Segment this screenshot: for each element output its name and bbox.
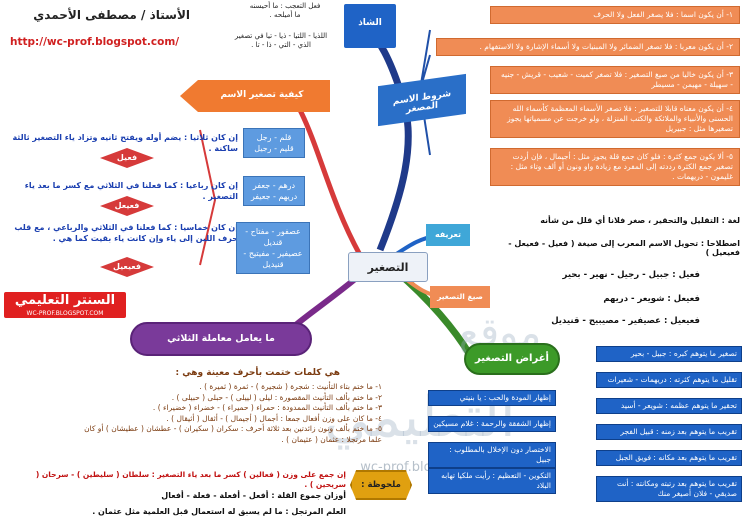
triliteral-item-3: ٣- ما ختم بألف التأنيث الممدودة : حمراء … [152, 403, 382, 412]
note-2: أوزان جموع القلة : أفعل - أفعلة - فعلة -… [161, 491, 346, 500]
purpose-left-4: التكوين - التعظيم : رأيت ملكيا تهابه الب… [428, 468, 556, 494]
purpose-left-2: إظهار الشفقة والرحمة : غلام مسيكين [428, 416, 556, 432]
purpose-right-5: تقريب ما يتوهم بعد مكانه : فويق الجبل [596, 450, 742, 466]
triliteral-item-4: ٤- ما كان على وزن أفعال جمعا : أجمال ( أ… [166, 413, 382, 423]
condition-5: ٥- ألا يكون جمع كثرة : فلو كان جمع قلة ي… [490, 148, 740, 186]
purposes-node: أغراض التصغير [464, 343, 560, 375]
condition-1: ١- أن يكون اسما : فلا يصغر الفعل ولا الح… [490, 6, 740, 24]
branch-how [297, 108, 363, 257]
condition-4: ٤- أن يكون معناه قابلا للتصغير : فلا تصغ… [490, 100, 740, 138]
quint-pattern: فعيعيل [100, 257, 154, 277]
triliteral-item-1: ١- ما ختم بتاء التأنيث : شجرة ( شجيرة ) … [199, 382, 382, 391]
shadh-note-1a: فعل التعجب : ما أحيسنه [249, 2, 321, 10]
triliteral-list: ١- ما ختم بتاء التأنيث : شجرة ( شجيرة ) … [6, 382, 382, 445]
blog-url[interactable]: http://wc-prof.blogspot.com/ [10, 36, 180, 48]
definition-istilah: اصطلاحا : تحويل الاسم المعرب إلى صيغة ( … [508, 239, 740, 257]
logo-name: السنتر التعليمي [14, 293, 116, 308]
branch-conditions [362, 22, 412, 252]
how-label: كيفية تصغير الاسم [220, 90, 304, 100]
purpose-right-2: تقليل ما يتوهم كثرته : دريهمات - شعيرات [596, 372, 742, 388]
purpose-right-1: تصغير ما يتوهم كبره : جبيل - بحير [596, 346, 742, 362]
shadh-note-1b: ما أميلحه . [269, 11, 301, 19]
quad-rule-text: إن كان رباعيا : كما فعلنا في الثلاثي مع … [24, 181, 238, 201]
how-node: كيفية تصغير الاسم [180, 80, 330, 112]
purpose-right-4: تقريب ما يتوهم بعد زمنه : قبيل الفجر [596, 424, 742, 440]
tri-rule-text: إن كان ثلاثيا : يضم أوله ويفتح ثانيه وتز… [12, 133, 238, 153]
purpose-left-1: إظهار المودة والحب : يا بنيتي [428, 390, 556, 406]
note-1: إن جمع على وزن ( فعالين ) كسر ما بعد ياء… [35, 470, 346, 489]
form-2: فعيعل : شويعر - دريهم [603, 294, 700, 304]
quad-examples-b: دريهم - جعيفر [250, 192, 298, 201]
shadh-note-2b: الذي - التي - ذا - تا . [251, 41, 311, 49]
form-3: فعيعيل : عصيفير - مصيبيح - قنيديل [551, 316, 700, 326]
shadh-note-1: فعل التعجب : ما أحيسنه ما أميلحه . [230, 2, 340, 20]
triliteral-item-2: ٢- ما ختم بألف التأنيث المقصورة : ليلى (… [171, 392, 382, 402]
quint-examples-a: عصفور - مفتاح - قنديل [245, 227, 301, 247]
branch-triliteral [287, 272, 362, 333]
quad-examples-a: درهم - جعفر [252, 181, 296, 190]
note-3: العلم المرتجل : ما لم يسبق له استعمال قب… [92, 507, 346, 516]
tri-examples-b: قليم - رجيل [254, 144, 294, 153]
teacher-name: الأستاذ / مصطفى الأحمدي [33, 8, 190, 22]
triliteral-item-6: علما مرتجلا : عثمان ( عثيمان ) . [281, 434, 382, 444]
quad-examples: درهم - جعفر دريهم - جعيفر [243, 176, 305, 206]
quint-examples: عصفور - مفتاح - قنديل عصيفير - مفيتيح - … [236, 222, 310, 274]
condition-3: ٣- أن يكون خاليا من صيغ التصغير : فلا تص… [490, 66, 740, 94]
purpose-left-3: الاختصار دون الإخلال بالمطلوب : جبيل [428, 442, 556, 468]
tri-examples-a: قلم - رجل [256, 133, 292, 142]
definition-lugha: لغة : التقليل والتحقير ، صغر فلانا أي قل… [540, 216, 740, 225]
tri-examples: قلم - رجل قليم - رجيل [243, 128, 305, 158]
quint-rule: إن كان خماسيا : كما فعلنا في الثلاثي وال… [4, 222, 238, 244]
how-spine [199, 129, 217, 266]
conditions-label: شروط الاسم المصغر [392, 88, 452, 116]
quad-pattern: فعيعل [100, 196, 154, 216]
tri-rule: إن كان ثلاثيا : يضم أوله ويفتح ثانيه وتز… [4, 132, 238, 154]
center-node: التصغير [348, 252, 428, 282]
notes-badge: ملحوظة : [350, 470, 412, 500]
definition-label: تعريفه [426, 224, 470, 246]
shadh-note-2a: اللذيا - اللتيا - ذيا - تيا في تصغير [234, 32, 328, 40]
triliteral-label: ما يعامل معاملة الثلاثي [167, 333, 275, 344]
purpose-right-6: تقريب ما يتوهم بعد رتبته ومكانته : أنت ص… [596, 476, 742, 502]
quint-rule-text: إن كان خماسيا : كما فعلنا في الثلاثي وال… [14, 223, 238, 243]
center-label: التصغير [367, 261, 409, 274]
shadh-note-2: اللذيا - اللتيا - ذيا - تيا في تصغير الذ… [222, 32, 340, 50]
form-1: فعيل : جبيل - رجيل - نهير - بحير [562, 270, 700, 280]
triliteral-node: ما يعامل معاملة الثلاثي [130, 322, 312, 356]
tri-pattern: فعيل [100, 148, 154, 168]
logo-badge: السنتر التعليمي WC-PROF.BLOGSPOT.COM [4, 292, 126, 318]
triliteral-item-5: ٥- ما ختم بألف ونون زائدتين بعد ثلاثة أح… [84, 424, 382, 433]
condition-2: ٢- أن يكون معربا : فلا تصغر الضمائر ولا … [436, 38, 740, 56]
purposes-label: أغراض التصغير [475, 353, 549, 364]
shadh-label: الشاذ [358, 18, 382, 28]
quint-examples-b: عصيفير - مفيتيح - قنيديل [243, 249, 303, 269]
quad-rule: إن كان رباعيا : كما فعلنا في الثلاثي مع … [4, 180, 238, 202]
forms-label: صيغ التصغير [430, 286, 490, 308]
purpose-right-3: تحقير ما يتوهم عظمه : شويعر - أسيد [596, 398, 742, 414]
shadh-node: الشاذ [344, 4, 396, 48]
triliteral-intro: هي كلمات ختمت بأحرف معينة وهي : [175, 368, 340, 378]
notes-label: ملحوظة : [361, 480, 401, 490]
logo-url: WC-PROF.BLOGSPOT.COM [26, 310, 104, 317]
